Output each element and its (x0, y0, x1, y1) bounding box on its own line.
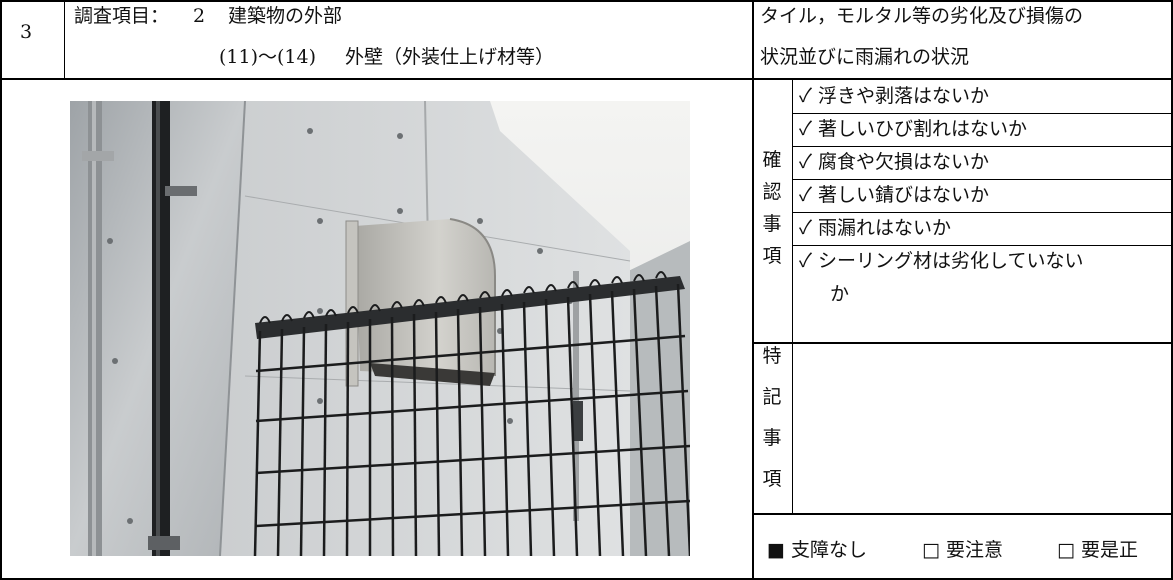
notes-label-char: 記 (762, 386, 782, 408)
survey-item-name: 建築物の外部 (228, 5, 343, 27)
check-label-char: 確 (762, 149, 782, 171)
item-number: 3 (20, 21, 33, 43)
status-caution-checkbox[interactable]: □ 要注意 (922, 539, 1003, 561)
check-item: ✓ シーリング材は劣化していない (799, 250, 1084, 272)
header-bottom-border (0, 78, 1173, 80)
check-item: ✓ 腐食や欠損はないか (799, 151, 990, 173)
check-row-line (793, 245, 1171, 246)
check-item: ✓ 著しいひび割れはないか (799, 118, 1028, 140)
description-line2: 状況並びに雨漏れの状況 (760, 46, 970, 68)
table-bottom-border (0, 578, 1173, 580)
number-cell-divider (64, 0, 65, 79)
check-item: ✓ 浮きや剥落はないか (799, 85, 990, 107)
check-label-char: 項 (762, 245, 782, 267)
notes-label-char: 特 (762, 345, 782, 367)
status-ok-checked[interactable]: ■ 支障なし (767, 539, 867, 561)
label-column-divider (792, 79, 793, 514)
check-label-char: 事 (762, 213, 782, 235)
notes-status-divider (752, 513, 1173, 515)
check-notes-divider (752, 342, 1173, 344)
check-item: ✓ 著しい錆びはないか (799, 184, 990, 206)
check-item: ✓ 雨漏れはないか (799, 217, 952, 239)
survey-item-no: 2 (193, 5, 206, 27)
table-top-border (0, 0, 1173, 2)
check-item-continuation: か (830, 283, 850, 305)
check-row-line (793, 146, 1171, 147)
status-correction-checkbox[interactable]: □ 要是正 (1057, 539, 1138, 561)
table-left-border (0, 0, 2, 580)
main-column-divider (752, 0, 754, 580)
table-right-border (1171, 0, 1173, 580)
notes-label-char: 事 (762, 427, 782, 449)
description-line1: タイル，モルタル等の劣化及び損傷の (760, 5, 1084, 27)
notes-field[interactable] (795, 346, 1169, 511)
sub-range: (11)～(14) (219, 46, 317, 68)
notes-label-char: 項 (762, 468, 782, 490)
sub-name: 外壁（外装仕上げ材等） (345, 46, 555, 68)
exterior-wall-photo (70, 100, 692, 557)
check-row-line (793, 179, 1171, 180)
survey-item-label: 調査項目： (74, 5, 170, 27)
check-row-line (793, 212, 1171, 213)
check-label-char: 認 (762, 181, 782, 203)
check-row-line (793, 113, 1171, 114)
